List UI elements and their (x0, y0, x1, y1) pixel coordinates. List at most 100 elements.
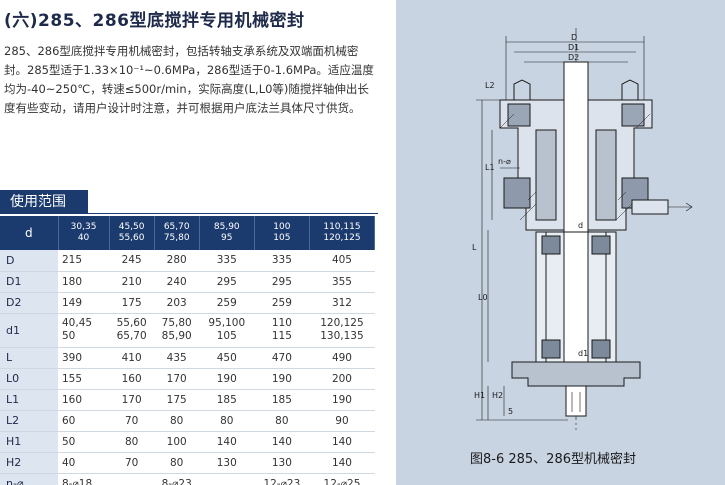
table-cell: 170 (109, 389, 155, 411)
table-cell: 335 (199, 250, 255, 272)
dim-label-five: 5 (508, 407, 513, 416)
description: 285、286型底搅拌专用机械密封，包括转轴支承系统及双端面机械密 封。285型… (4, 42, 374, 118)
table-row: D2 149 175 203 259 259 312 (0, 292, 375, 314)
dim-label-L: L (472, 243, 477, 252)
description-line: 封。285型适于1.33×10⁻¹~0.6MPa，286型适于0-1.6MPa。… (4, 63, 374, 77)
row-label: d1 (0, 313, 58, 348)
table-cell: 200 (309, 368, 375, 390)
table-cell: 80 (154, 452, 200, 474)
row-label: L (0, 347, 58, 369)
table-cell: 295 (199, 271, 255, 293)
table-cell: 8-⌀23 (154, 473, 200, 485)
table-cell: 149 (58, 292, 110, 314)
table-cell: 245 (109, 250, 155, 272)
table-cell: 180 (58, 271, 110, 293)
dim-label-D2: D2 (568, 53, 579, 62)
table-cell: 70 (109, 452, 155, 474)
table-cell: 140 (309, 431, 375, 453)
table-cell: 295 (254, 271, 310, 293)
table-cell: 312 (309, 292, 375, 314)
table-cell (109, 473, 155, 485)
table-cell: 240 (154, 271, 200, 293)
table-cell: 80 (154, 410, 200, 432)
table-cell: 203 (154, 292, 200, 314)
table-row: L2 60 70 80 80 80 90 (0, 410, 375, 432)
table-row: L1 160 170 175 185 185 190 (0, 389, 375, 411)
table-cell: 390 (58, 347, 110, 369)
row-label: H2 (0, 452, 58, 474)
table-cell: 140 (309, 452, 375, 474)
table-cell: 160 (58, 389, 110, 411)
table-cell: 60 (58, 410, 110, 432)
section-divider (88, 213, 378, 214)
dim-label-H2: H2 (492, 391, 503, 400)
dim-label-H1: H1 (474, 391, 485, 400)
seal-cross-section-drawing: D D1 D2 L2 L1 L L0 H1 H2 n-⌀ d d1 5 (472, 28, 693, 430)
description-line: 285、286型底搅拌专用机械密封，包括转轴支承系统及双端面机械密 (4, 44, 359, 58)
table-cell: 210 (109, 271, 155, 293)
table-cell: 355 (309, 271, 375, 293)
table-cell: 215 (58, 250, 110, 272)
table-cell: 175 (109, 292, 155, 314)
row-label: n-⌀ (0, 473, 58, 485)
row-label: D2 (0, 292, 58, 314)
table-cell: 160 (109, 368, 155, 390)
row-label: L0 (0, 368, 58, 390)
range-section-header: 使用范围 (0, 190, 88, 214)
table-cell: 12-⌀23 (254, 473, 310, 485)
row-label: D1 (0, 271, 58, 293)
table-cell: 12-⌀25 (309, 473, 375, 485)
table-cell: 280 (154, 250, 200, 272)
dim-label-L2: L2 (485, 81, 495, 90)
table-cell: 80 (254, 410, 310, 432)
table-row: D 215 245 280 335 335 405 (0, 250, 375, 272)
row-label: D (0, 250, 58, 272)
table-cell: 90 (309, 410, 375, 432)
table-cell: 490 (309, 347, 375, 369)
table-row: H2 40 70 80 130 130 140 (0, 452, 375, 474)
table-cell: 175 (154, 389, 200, 411)
header-cell-label: d (0, 216, 59, 250)
table-cell: 70 (109, 410, 155, 432)
dim-label-d1: d1 (578, 349, 588, 358)
row-label: H1 (0, 431, 58, 453)
description-line: 度有些变动，请用户设计时注意，并可根据用户底法兰具体尺寸供货。 (4, 101, 361, 115)
table-cell: 259 (254, 292, 310, 314)
table-cell: 8-⌀18 (58, 473, 110, 485)
table-cell: 40 (58, 452, 110, 474)
table-cell: 185 (254, 389, 310, 411)
table-cell: 50 (58, 431, 110, 453)
table-cell: 100 (154, 431, 200, 453)
table-cell: 450 (199, 347, 255, 369)
table-cell: 335 (254, 250, 310, 272)
row-label: L2 (0, 410, 58, 432)
table-cell: 170 (154, 368, 200, 390)
row-label: L1 (0, 389, 58, 411)
dim-label-D: D (571, 33, 577, 42)
table-cell: 185 (199, 389, 255, 411)
figure-caption: 图8-6 285、286型机械密封 (470, 452, 636, 467)
technical-drawing-panel: D D1 D2 L2 L1 L L0 H1 H2 n-⌀ d d1 5 (396, 0, 725, 485)
table-cell: 80 (109, 431, 155, 453)
table-row: L 390 410 435 450 470 490 (0, 347, 375, 369)
table-cell: 190 (199, 368, 255, 390)
table-cell (199, 473, 255, 485)
table-cell: 80 (199, 410, 255, 432)
dim-label-D1: D1 (568, 43, 579, 52)
table-cell: 470 (254, 347, 310, 369)
table-cell: 130 (199, 452, 255, 474)
description-line: 均为-40~250℃，转速≤500r/min，实际高度(L,L0等)随搅拌轴伸出… (4, 82, 369, 96)
table-cell: 140 (254, 431, 310, 453)
